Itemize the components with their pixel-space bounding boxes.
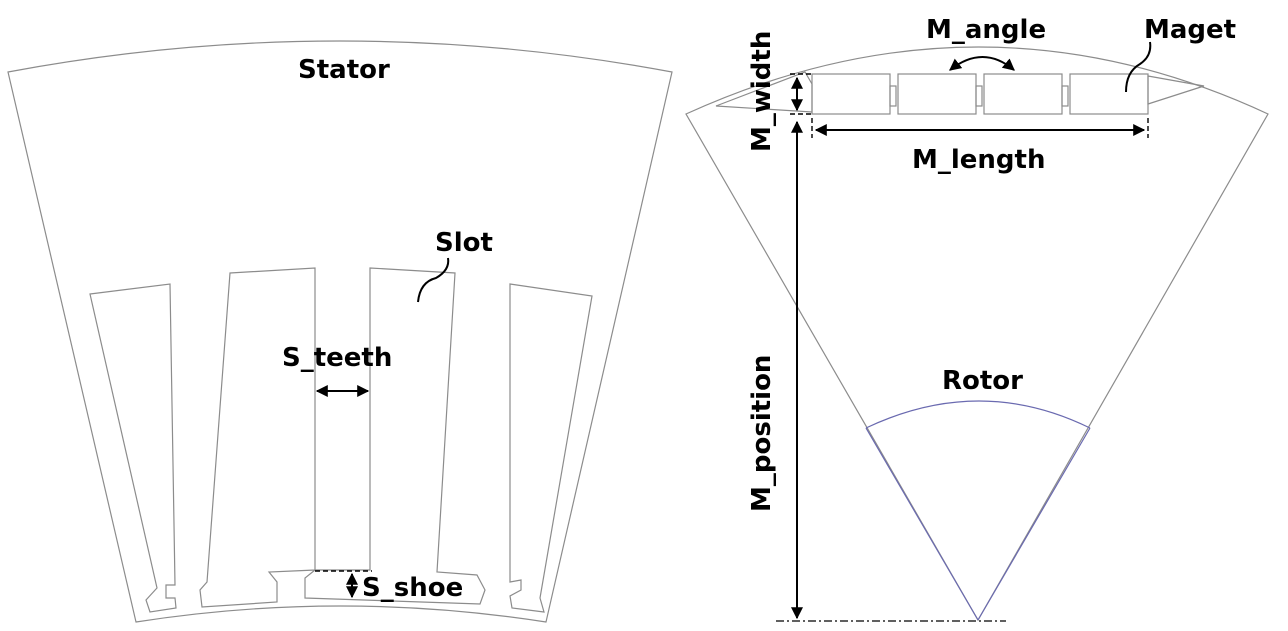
- magnet-3: [983, 73, 1063, 115]
- rotor-arc: [865, 400, 1091, 429]
- s-shoe-label: S_shoe: [362, 573, 463, 603]
- rotor-edge-right: [977, 427, 1091, 621]
- m-width-label: M_width: [747, 31, 777, 152]
- rotor-label: Rotor: [942, 366, 1023, 396]
- slot-label: Slot: [435, 228, 493, 258]
- magnet-2: [897, 73, 977, 115]
- rotor-edge-left: [865, 427, 979, 621]
- magnet-1-notch: [889, 85, 897, 107]
- stator-outline: [7, 40, 673, 623]
- magnet-group: [811, 73, 1149, 115]
- m-angle-label: M_angle: [926, 15, 1046, 45]
- maget-leader-line: [1125, 41, 1152, 93]
- stator-diagram: Stator Slot S_teeth S_shoe: [7, 40, 673, 623]
- magnet-2-notch: [975, 85, 983, 107]
- slot-leader-line: [417, 257, 450, 303]
- magnet-1: [811, 73, 891, 115]
- slot-3: [304, 267, 486, 605]
- slot-1: [89, 283, 177, 613]
- rotor-sector-outline: [685, 46, 1269, 622]
- m-angle-dimension-arrow: [949, 56, 1015, 71]
- slot-2: [199, 267, 316, 608]
- maget-label: Maget: [1144, 15, 1236, 45]
- flux-barrier-right: [1147, 75, 1205, 105]
- stator-label: Stator: [298, 55, 390, 85]
- magnet-4: [1069, 73, 1149, 115]
- rotor-diagram: M_angle Maget M_length Rotor M_width M_p…: [685, 15, 1269, 622]
- m-position-label: M_position: [747, 355, 777, 512]
- s-teeth-label: S_teeth: [282, 343, 392, 373]
- slot-4: [509, 283, 593, 613]
- magnet-3-notch: [1061, 85, 1069, 107]
- m-length-label: M_length: [912, 145, 1045, 175]
